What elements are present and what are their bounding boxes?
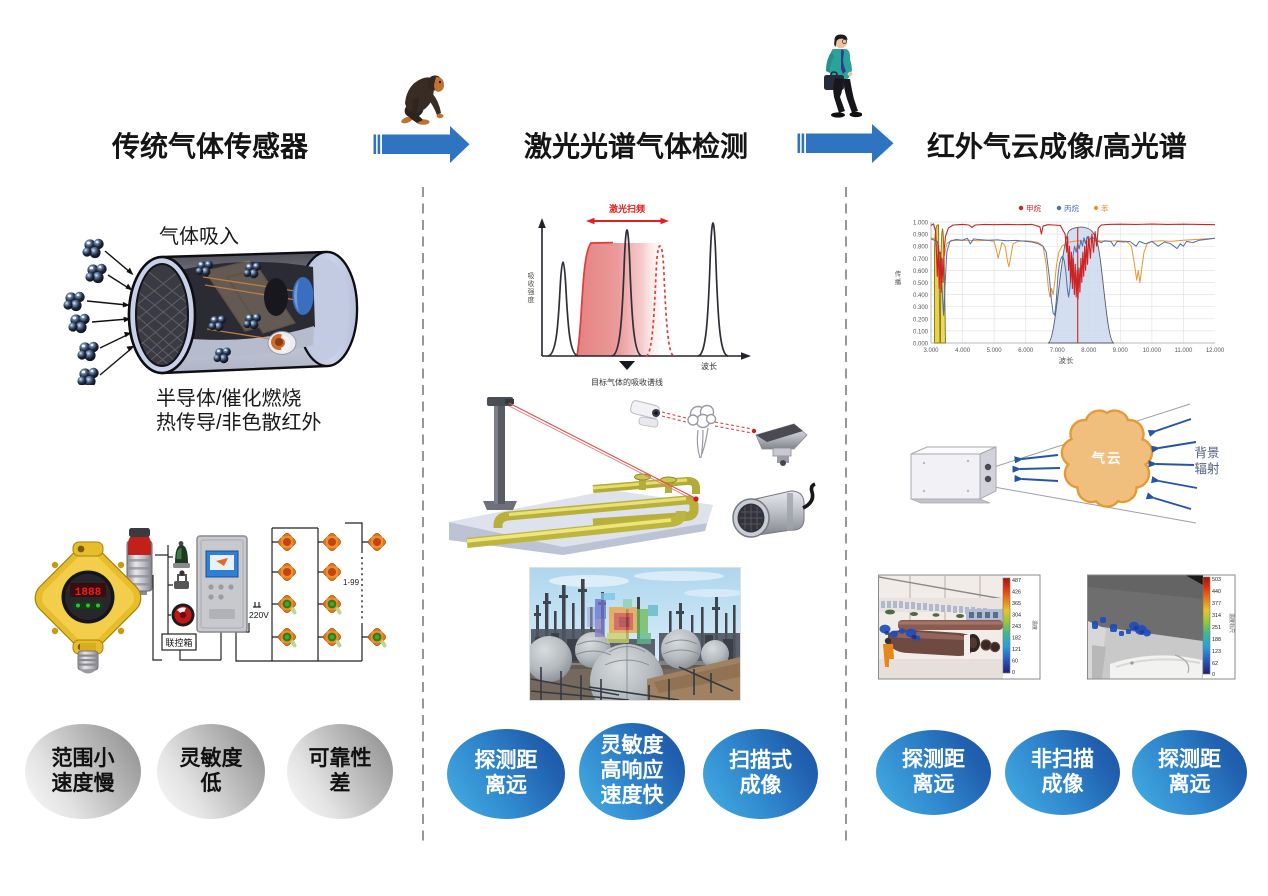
svg-text:123: 123	[1212, 649, 1221, 655]
svg-text:苯: 苯	[1101, 203, 1109, 213]
svg-text:304: 304	[1012, 613, 1021, 619]
svg-text:0.000: 0.000	[913, 342, 929, 348]
svg-text:0.400: 0.400	[913, 293, 929, 299]
svg-text:背景: 背景	[1194, 446, 1219, 460]
svg-text:5.000: 5.000	[987, 348, 1003, 354]
svg-text:0.500: 0.500	[913, 281, 929, 287]
svg-text:0.900: 0.900	[913, 233, 929, 239]
svg-text:温度标尺: 温度标尺	[1228, 613, 1235, 633]
svg-text:12.000: 12.000	[1206, 348, 1225, 354]
svg-text:传: 传	[895, 269, 902, 278]
svg-text:487: 487	[1012, 578, 1021, 584]
svg-text:0.700: 0.700	[913, 257, 929, 263]
svg-text:377: 377	[1212, 601, 1221, 607]
svg-text:收: 收	[528, 279, 535, 288]
svg-text:426: 426	[1012, 590, 1021, 596]
svg-text:121: 121	[1012, 647, 1021, 653]
svg-text:4.000: 4.000	[955, 348, 971, 354]
svg-text:314: 314	[1212, 613, 1221, 619]
svg-text:辐射: 辐射	[1194, 461, 1219, 476]
svg-text:188: 188	[1212, 637, 1221, 643]
svg-text:1-99: 1-99	[343, 578, 360, 587]
svg-text:强: 强	[528, 288, 535, 296]
svg-text:温度: 温度	[1031, 620, 1038, 630]
svg-text:7.000: 7.000	[1050, 348, 1066, 354]
svg-text:丙烷: 丙烷	[1064, 203, 1080, 213]
svg-text:0.100: 0.100	[913, 329, 929, 335]
svg-text:目标气体的吸收谱线: 目标气体的吸收谱线	[591, 377, 663, 387]
svg-text:182: 182	[1012, 636, 1021, 642]
svg-text:波长: 波长	[1059, 355, 1075, 365]
svg-text:243: 243	[1012, 624, 1021, 630]
svg-text:11.000: 11.000	[1174, 348, 1193, 354]
svg-text:8.000: 8.000	[1081, 348, 1097, 354]
svg-text:播: 播	[895, 277, 902, 286]
svg-text:甲烷: 甲烷	[1026, 203, 1042, 213]
svg-text:503: 503	[1212, 577, 1221, 583]
svg-text:440: 440	[1212, 589, 1221, 595]
svg-text:吸: 吸	[528, 272, 535, 280]
svg-text:气云: 气云	[1091, 450, 1123, 466]
svg-text:60: 60	[1012, 659, 1018, 665]
svg-text:365: 365	[1012, 601, 1021, 607]
svg-text:10.000: 10.000	[1143, 348, 1162, 354]
svg-text:0.800: 0.800	[913, 245, 929, 251]
svg-text:251: 251	[1212, 625, 1221, 631]
svg-text:1.000: 1.000	[913, 221, 929, 227]
svg-text:0.600: 0.600	[913, 269, 929, 275]
svg-text:0.300: 0.300	[913, 305, 929, 311]
svg-text:波长: 波长	[701, 361, 717, 371]
svg-text:6.000: 6.000	[1018, 348, 1034, 354]
svg-text:联控箱: 联控箱	[165, 637, 192, 648]
svg-text:激光扫频: 激光扫频	[609, 203, 645, 214]
svg-text:0: 0	[1012, 670, 1015, 676]
svg-text:度: 度	[528, 295, 535, 304]
svg-text:0.200: 0.200	[913, 317, 929, 323]
svg-text:3.000: 3.000	[923, 348, 939, 354]
svg-text:1888: 1888	[75, 587, 102, 599]
svg-text:0: 0	[1212, 672, 1215, 678]
svg-text:62: 62	[1212, 661, 1218, 667]
svg-text:9.000: 9.000	[1113, 348, 1129, 354]
svg-text:220V: 220V	[249, 610, 269, 620]
